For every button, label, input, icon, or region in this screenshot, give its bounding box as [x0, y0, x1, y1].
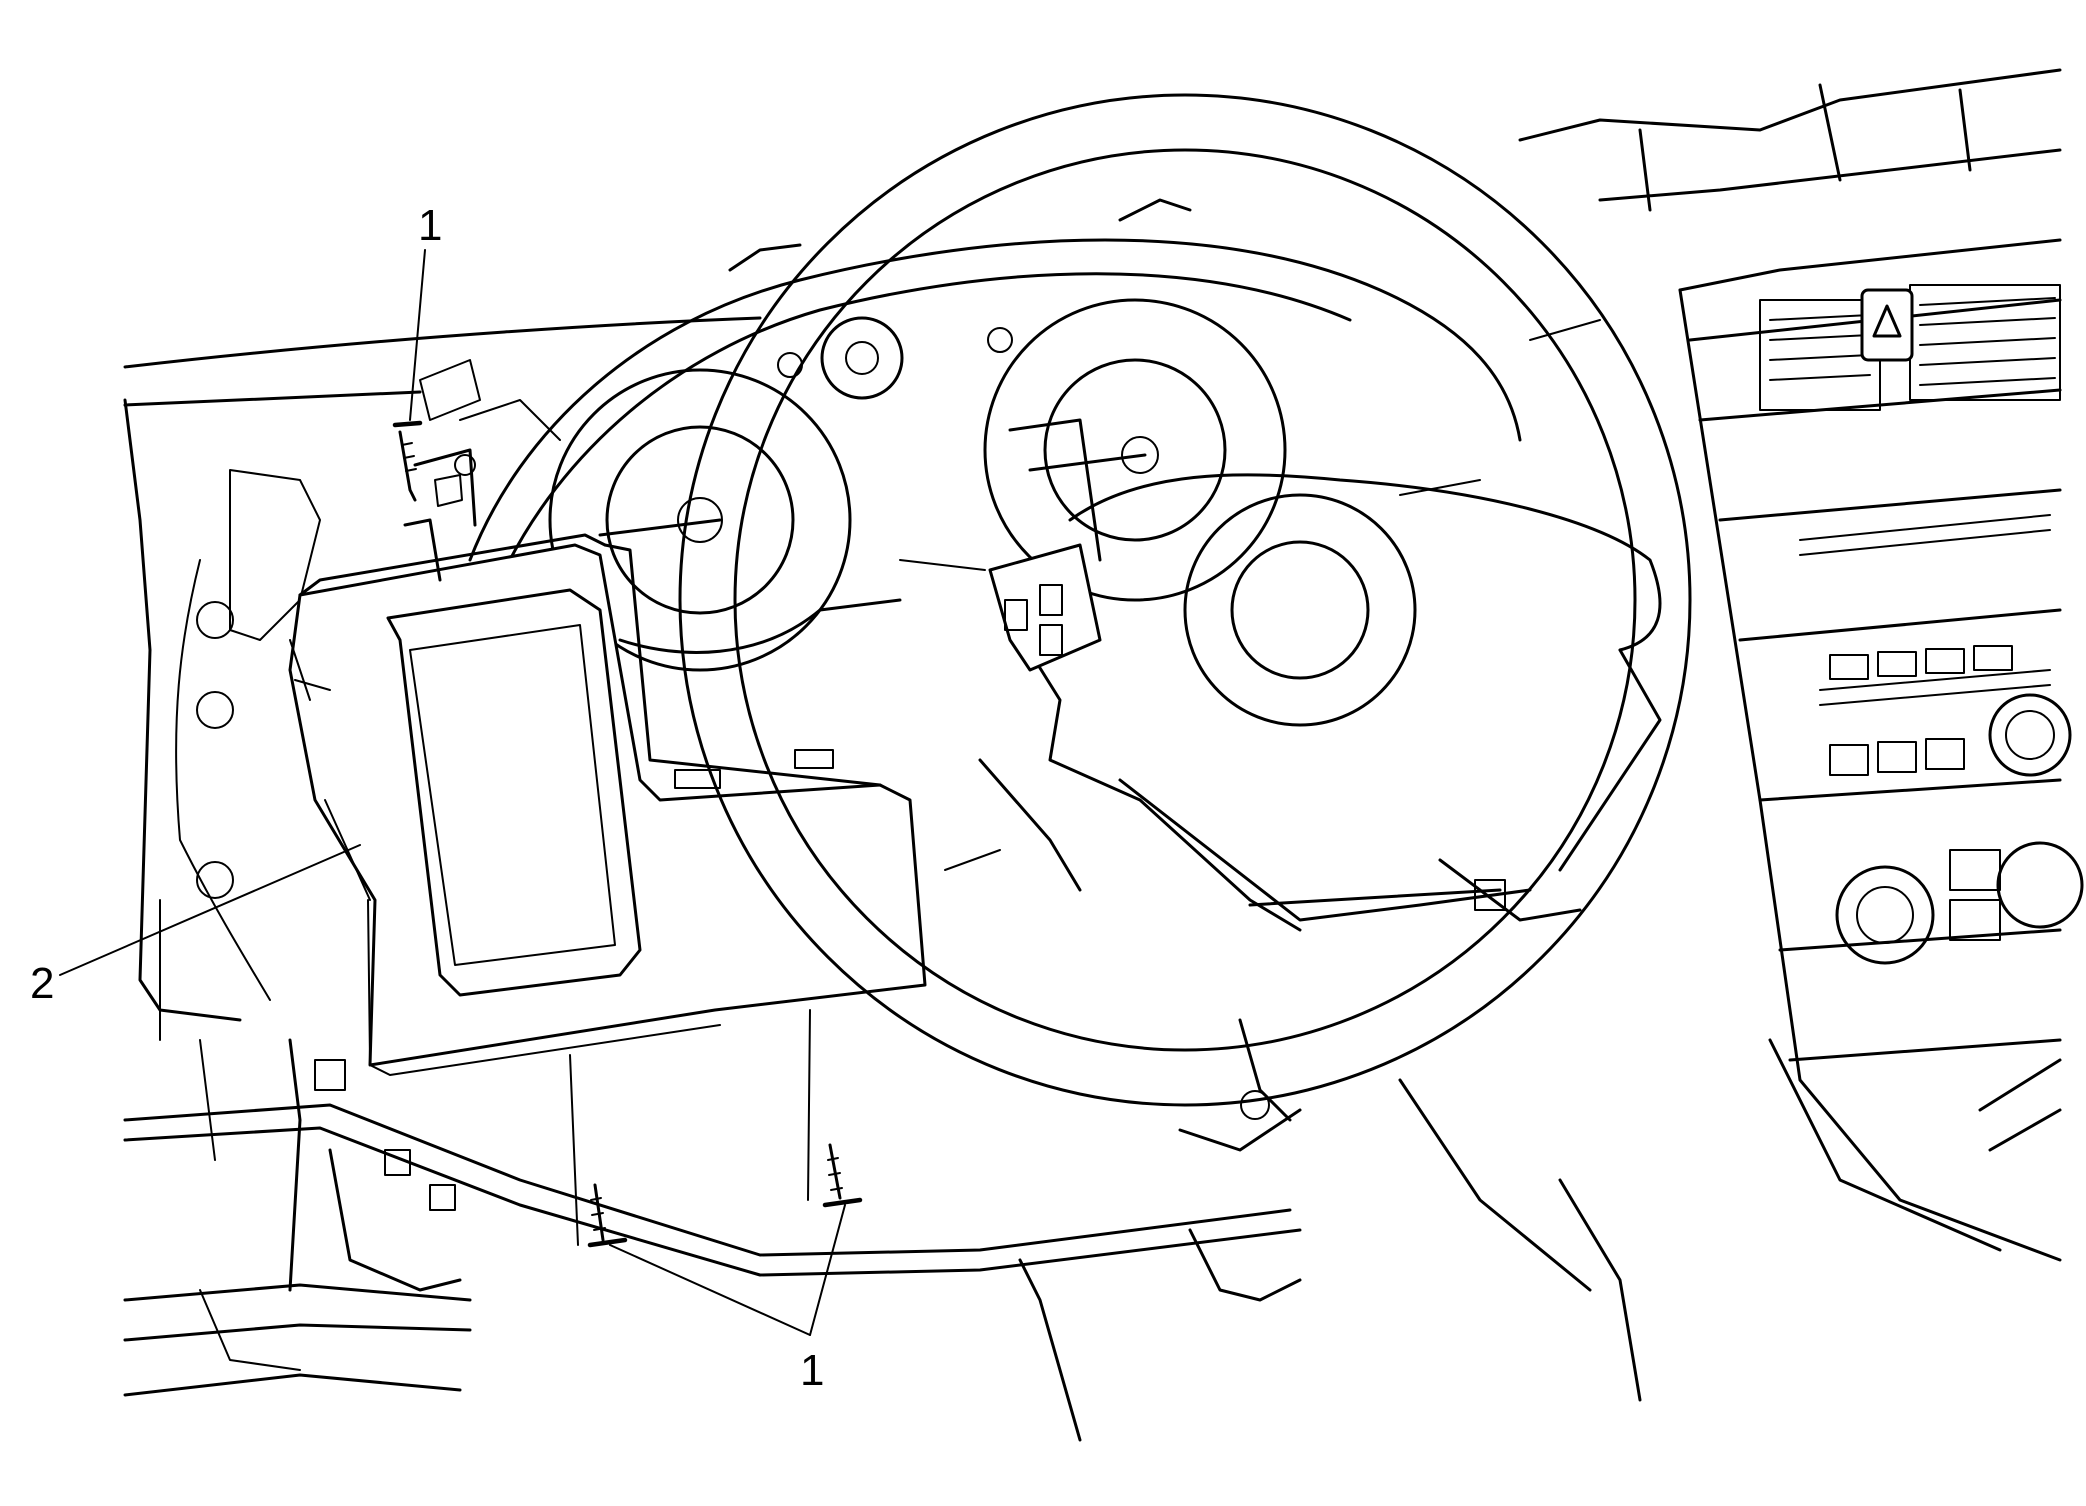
center-console: [1518, 68, 2084, 1262]
bolt-bottom-left: [587, 1183, 628, 1248]
callout-bolt-top: 1: [418, 201, 442, 250]
callout-bolts-bottom: 1: [800, 1346, 824, 1395]
bolt-top-left: [392, 420, 423, 502]
instrument-cluster-unit: [288, 533, 927, 1076]
steering-wheel: [678, 93, 1692, 1402]
leader-lines: [59, 249, 846, 1336]
callout-instrument-cluster: 2: [30, 959, 54, 1008]
left-bracket: [403, 448, 477, 582]
instrument-cluster-hood: [468, 198, 1522, 672]
bolt-bottom-right: [822, 1143, 863, 1208]
